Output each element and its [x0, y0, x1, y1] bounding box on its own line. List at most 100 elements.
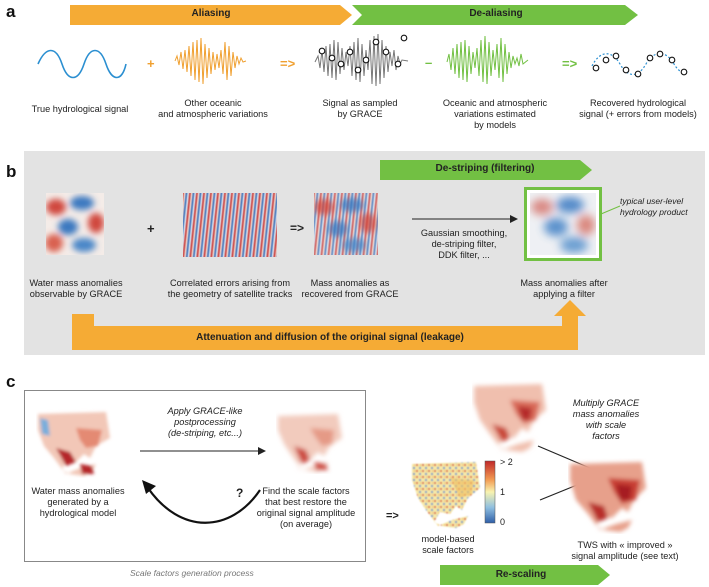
caption-scale-factors: model-based scale factors: [408, 534, 488, 556]
filter-methods-line2: de-striping filter,: [431, 239, 497, 249]
implies-operator-c: =>: [386, 510, 399, 522]
panel-a-banners: [70, 5, 638, 25]
user-level-product-note: typical user-level hydrology product: [620, 196, 706, 218]
filtered-anomaly-map: [530, 193, 596, 255]
minus-operator-a: –: [425, 55, 433, 70]
caption-observable-line2: observable by GRACE: [29, 289, 123, 299]
recovered-signal: [591, 50, 689, 78]
caption-find-line1: Find the scale factors: [262, 486, 350, 496]
colorbar-label-top: > 2: [500, 457, 513, 467]
caption-correlated-errors: Correlated errors arising from the geome…: [150, 278, 310, 300]
note-line1: typical user-level: [620, 196, 684, 206]
caption-grace-sampled: Signal as sampled by GRACE: [300, 98, 420, 120]
plus-operator-a: +: [147, 56, 155, 71]
panel-c-letter: c: [6, 372, 16, 391]
caption-grace-sampled-line1: Signal as sampled: [322, 98, 398, 108]
grace-sampled-signal: [314, 33, 409, 87]
caption-recovered-signal: Recovered hydrological signal (+ errors …: [568, 98, 708, 120]
caption-correlated-line1: Correlated errors arising from: [170, 278, 290, 288]
question-mark: ?: [236, 486, 244, 500]
caption-other-variations-line2: and atmospheric variations: [158, 109, 268, 119]
caption-scale-line1: model-based: [421, 534, 475, 544]
caption-other-variations: Other oceanic and atmospheric variations: [148, 98, 278, 120]
implies-operator-b: =>: [290, 221, 305, 235]
caption-observable-anomalies: Water mass anomalies observable by GRACE: [14, 278, 138, 300]
caption-find-line3: original signal amplitude: [256, 508, 356, 518]
grace-anomaly-map: [474, 384, 546, 452]
caption-model-variations: Oceanic and atmospheric variations estim…: [425, 98, 565, 131]
destriping-banner: [380, 160, 592, 180]
caption-true-signal: True hydrological signal: [10, 104, 150, 115]
caption-recovered-line1: Mass anomalies as: [310, 278, 390, 288]
dealiasing-label: De-aliasing: [469, 8, 523, 19]
filter-methods-line3: DDK filter, ...: [438, 250, 490, 260]
aliasing-banner-arrow: [70, 5, 352, 25]
filter-arrow: [412, 215, 518, 223]
multiply-line4: factors: [592, 431, 620, 441]
oceanic-noise-signal: [174, 37, 247, 85]
scale-colorbar: [484, 460, 496, 524]
correlated-error-stripes: [183, 193, 277, 257]
postprocessed-model-map: [278, 414, 342, 472]
note-line2: hydrology product: [620, 207, 688, 217]
caption-filtered-line1: Mass anomalies after: [520, 278, 608, 288]
water-mass-anomaly-map: [46, 193, 104, 255]
destriping-label: De-striping (filtering): [435, 163, 535, 174]
rescaling-banner: [440, 565, 610, 585]
model-estimated-signal: [446, 35, 529, 85]
rescaled-tws-map: [570, 462, 646, 532]
caption-model-line1: Water mass anomalies: [31, 486, 125, 496]
caption-true-signal-text: True hydrological signal: [31, 104, 129, 114]
caption-scale-line2: scale factors: [422, 545, 474, 555]
caption-recovered-signal-line2: signal (+ errors from models): [579, 109, 697, 119]
caption-filtered-anomalies: Mass anomalies after applying a filter: [506, 278, 622, 300]
plus-operator-b: +: [147, 221, 155, 236]
caption-improved-line2: signal amplitude (see text): [571, 551, 679, 561]
model-anomaly-map: [38, 412, 110, 476]
caption-other-variations-line1: Other oceanic: [184, 98, 242, 108]
aliasing-label: Aliasing: [191, 8, 231, 19]
caption-correlated-line2: the geometry of satellite tracks: [167, 289, 293, 299]
caption-recovered-signal-line1: Recovered hydrological: [589, 98, 686, 108]
scale-factor-process-box: [24, 390, 366, 562]
apply-postprocessing-label: Apply GRACE-like postprocessing (de-stri…: [150, 406, 260, 439]
caption-model-variations-line1: Oceanic and atmospheric: [442, 98, 548, 108]
apply-line3: (de-striping, etc...): [167, 428, 243, 438]
apply-arrow: [140, 447, 266, 455]
caption-recovered-line2: recovered from GRACE: [301, 289, 399, 299]
scale-factor-map: [412, 462, 480, 528]
leakage-label: Attenuation and diffusion of the origina…: [196, 332, 464, 343]
caption-improved-line1: TWS with « improved »: [577, 540, 673, 550]
caption-filtered-line2: applying a filter: [533, 289, 595, 299]
multiply-label: Multiply GRACE mass anomalies with scale…: [560, 398, 652, 442]
caption-recovered-anomalies: Mass anomalies as recovered from GRACE: [292, 278, 408, 300]
filter-methods: Gaussian smoothing, de-striping filter, …: [402, 228, 526, 261]
apply-line2: postprocessing: [174, 417, 236, 427]
caption-model-variations-line2: variations estimated: [454, 109, 536, 119]
multiply-line1: Multiply GRACE: [572, 398, 640, 408]
true-signal-wave: [37, 49, 127, 79]
caption-grace-sampled-line2: by GRACE: [337, 109, 383, 119]
caption-model-variations-line3: by models: [474, 120, 516, 130]
return-curve-arrow: [142, 480, 261, 524]
caption-observable-line1: Water mass anomalies: [29, 278, 123, 288]
caption-find-scale-factors: Find the scale factors that best restore…: [248, 486, 364, 530]
panel-a-letter: a: [6, 2, 16, 21]
grace-recovered-anomaly-map: [314, 193, 378, 255]
panel-b-letter: b: [6, 162, 17, 181]
colorbar-label-bot: 0: [500, 517, 506, 527]
caption-model-anomalies: Water mass anomalies generated by a hydr…: [28, 486, 128, 519]
implies-operator-a2: =>: [562, 56, 578, 71]
dealiasing-banner-arrow: [352, 5, 638, 25]
process-box-caption: Scale factors generation process: [130, 568, 254, 578]
caption-improved-tws: TWS with « improved » signal amplitude (…: [560, 540, 690, 562]
rescaling-label: Re-scaling: [495, 569, 547, 580]
note-pointer-line: [600, 205, 621, 215]
multiply-line3: with scale: [585, 420, 627, 430]
multiply-line2: mass anomalies: [572, 409, 640, 419]
implies-operator-a1: =>: [280, 56, 296, 71]
caption-model-line3: hydrological model: [39, 508, 117, 518]
caption-model-line2: generated by a: [47, 497, 109, 507]
leakage-arrow: [72, 300, 586, 350]
apply-line1: Apply GRACE-like: [167, 406, 243, 416]
